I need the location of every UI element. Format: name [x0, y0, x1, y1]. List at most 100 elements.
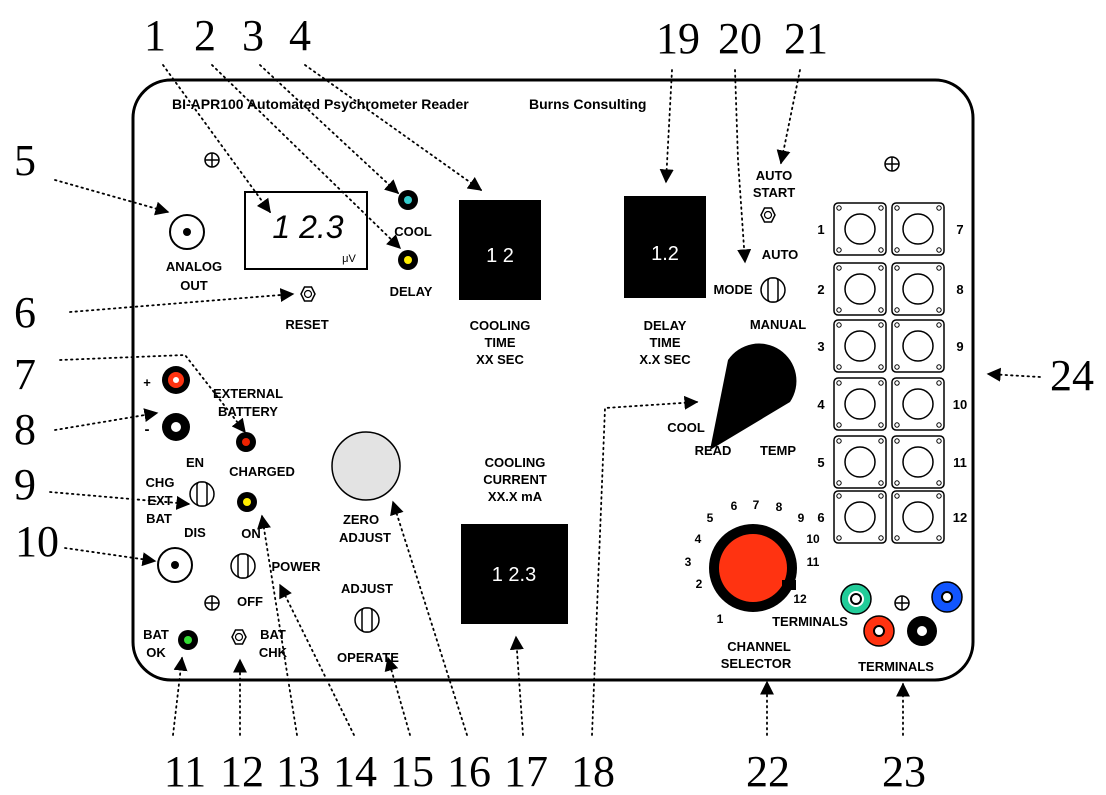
channel-connector-11[interactable]: [891, 435, 945, 489]
dial-number: 4: [695, 532, 702, 546]
callout-12: 12: [220, 747, 264, 795]
callout-20: 20: [718, 14, 762, 63]
power-toggle-switch[interactable]: [230, 553, 256, 579]
terminal-black[interactable]: [907, 616, 937, 646]
channel-number-label: 8: [956, 282, 963, 297]
channel-number-label: 2: [817, 282, 824, 297]
charge-bat-label: BAT: [146, 511, 172, 526]
battery-check-label: BAT: [260, 627, 286, 642]
battery-plus-jack[interactable]: [162, 366, 190, 394]
channel-connector-1[interactable]: [833, 202, 887, 256]
channel-selector-label: CHANNEL: [727, 639, 791, 654]
reset-button[interactable]: [300, 286, 316, 302]
dial-number: 11: [807, 555, 820, 569]
channel-connector-7[interactable]: [891, 202, 945, 256]
channel-number-label: 12: [953, 510, 967, 525]
channel-connector-2[interactable]: [833, 262, 887, 316]
power-off-label: OFF: [237, 594, 263, 609]
dial-number: 3: [685, 555, 692, 569]
callout-19: 19: [656, 14, 700, 63]
channel-number-label: 3: [817, 339, 824, 354]
leader-15: [384, 656, 411, 736]
input-jack[interactable]: [157, 547, 193, 583]
callout-8: 8: [14, 405, 36, 454]
battery-ok-label: BAT: [143, 627, 169, 642]
channel-number-label: 9: [956, 339, 963, 354]
delay-led-label: DELAY: [390, 284, 433, 299]
callout-13: 13: [276, 747, 320, 795]
callout-18: 18: [571, 747, 615, 795]
channel-connector-5[interactable]: [833, 435, 887, 489]
cooling-current-readout: 1 2.3: [492, 564, 536, 586]
leader-6: [69, 288, 295, 313]
cooling-time-label: COOLING: [470, 318, 531, 333]
callout-23: 23: [882, 747, 926, 795]
leader-14: [279, 583, 355, 736]
mode-auto-label: AUTO: [762, 247, 799, 262]
cooling-current-display: [461, 524, 568, 624]
channel-connector-6[interactable]: [833, 490, 887, 544]
terminals-label: TERMINALS: [772, 614, 848, 629]
channel-selector-label: SELECTOR: [721, 656, 792, 671]
dial-number: 12: [793, 592, 807, 606]
channel-connector-9[interactable]: [891, 319, 945, 373]
callout-21: 21: [784, 14, 828, 63]
dial-number: 10: [806, 532, 820, 546]
charge-toggle-switch[interactable]: [189, 481, 215, 507]
read-selector-temp-label: TEMP: [760, 443, 796, 458]
mount-screw-icon: [894, 595, 910, 611]
battery-ok-led: [178, 630, 198, 650]
leader-24: [986, 367, 1041, 382]
battery-check-button[interactable]: [231, 629, 247, 645]
dial-number: 8: [776, 500, 783, 514]
channel-connector-12[interactable]: [891, 490, 945, 544]
terminal-blue[interactable]: [931, 581, 963, 613]
channel-connector-3[interactable]: [833, 319, 887, 373]
leader-11: [172, 656, 188, 736]
power-on-led: [237, 492, 257, 512]
channel-number-label: 11: [953, 455, 967, 470]
zero-adjust-knob[interactable]: [331, 431, 401, 501]
dial-number: 2: [696, 577, 703, 591]
callout-11: 11: [164, 747, 206, 795]
channel-connector-4[interactable]: [833, 377, 887, 431]
adjust-operate-toggle-switch[interactable]: [354, 607, 380, 633]
auto-start-button[interactable]: [760, 207, 776, 223]
mount-screw-icon: [884, 156, 900, 172]
callout-7: 7: [14, 350, 36, 399]
analog-out-jack[interactable]: [169, 214, 205, 250]
dial-number: 6: [731, 499, 738, 513]
channel-connector-10[interactable]: [891, 377, 945, 431]
callout-10: 10: [15, 517, 59, 566]
callout-numbers: 1 2 3 4 5 6 7 8 9 10 11 12 13 14 15 16 1…: [14, 11, 1094, 795]
leader-19: [659, 69, 674, 184]
terminal-green[interactable]: [840, 583, 872, 615]
charged-label: CHARGED: [229, 464, 295, 479]
cool-led: [398, 190, 418, 210]
minus-sign: -: [145, 421, 150, 438]
charge-chg-label: CHG: [146, 475, 175, 490]
terminal-red[interactable]: [863, 615, 895, 647]
callout-14: 14: [333, 747, 377, 795]
leader-2: [211, 64, 402, 249]
analog-out-label: OUT: [180, 278, 208, 293]
channel-connector-8[interactable]: [891, 262, 945, 316]
read-selector-knob[interactable]: [710, 343, 797, 450]
cooling-time-label: XX SEC: [476, 352, 524, 367]
leader-10: [64, 547, 157, 567]
callout-3: 3: [242, 11, 264, 60]
channel-selector-pointer: [782, 580, 796, 590]
cooling-time-label: TIME: [484, 335, 515, 350]
mode-manual-label: MANUAL: [750, 317, 806, 332]
callout-22: 22: [746, 747, 790, 795]
callout-24: 24: [1050, 351, 1094, 400]
panel-title: BI-APR100 Automated Psychrometer Reader: [172, 96, 469, 112]
callout-4: 4: [289, 11, 311, 60]
cooling-current-label: CURRENT: [483, 472, 547, 487]
battery-minus-jack[interactable]: [162, 413, 190, 441]
callout-17: 17: [504, 747, 548, 795]
mode-toggle-switch[interactable]: [760, 277, 786, 303]
channel-number-label: 1: [817, 222, 824, 237]
leader-20: [734, 69, 752, 264]
